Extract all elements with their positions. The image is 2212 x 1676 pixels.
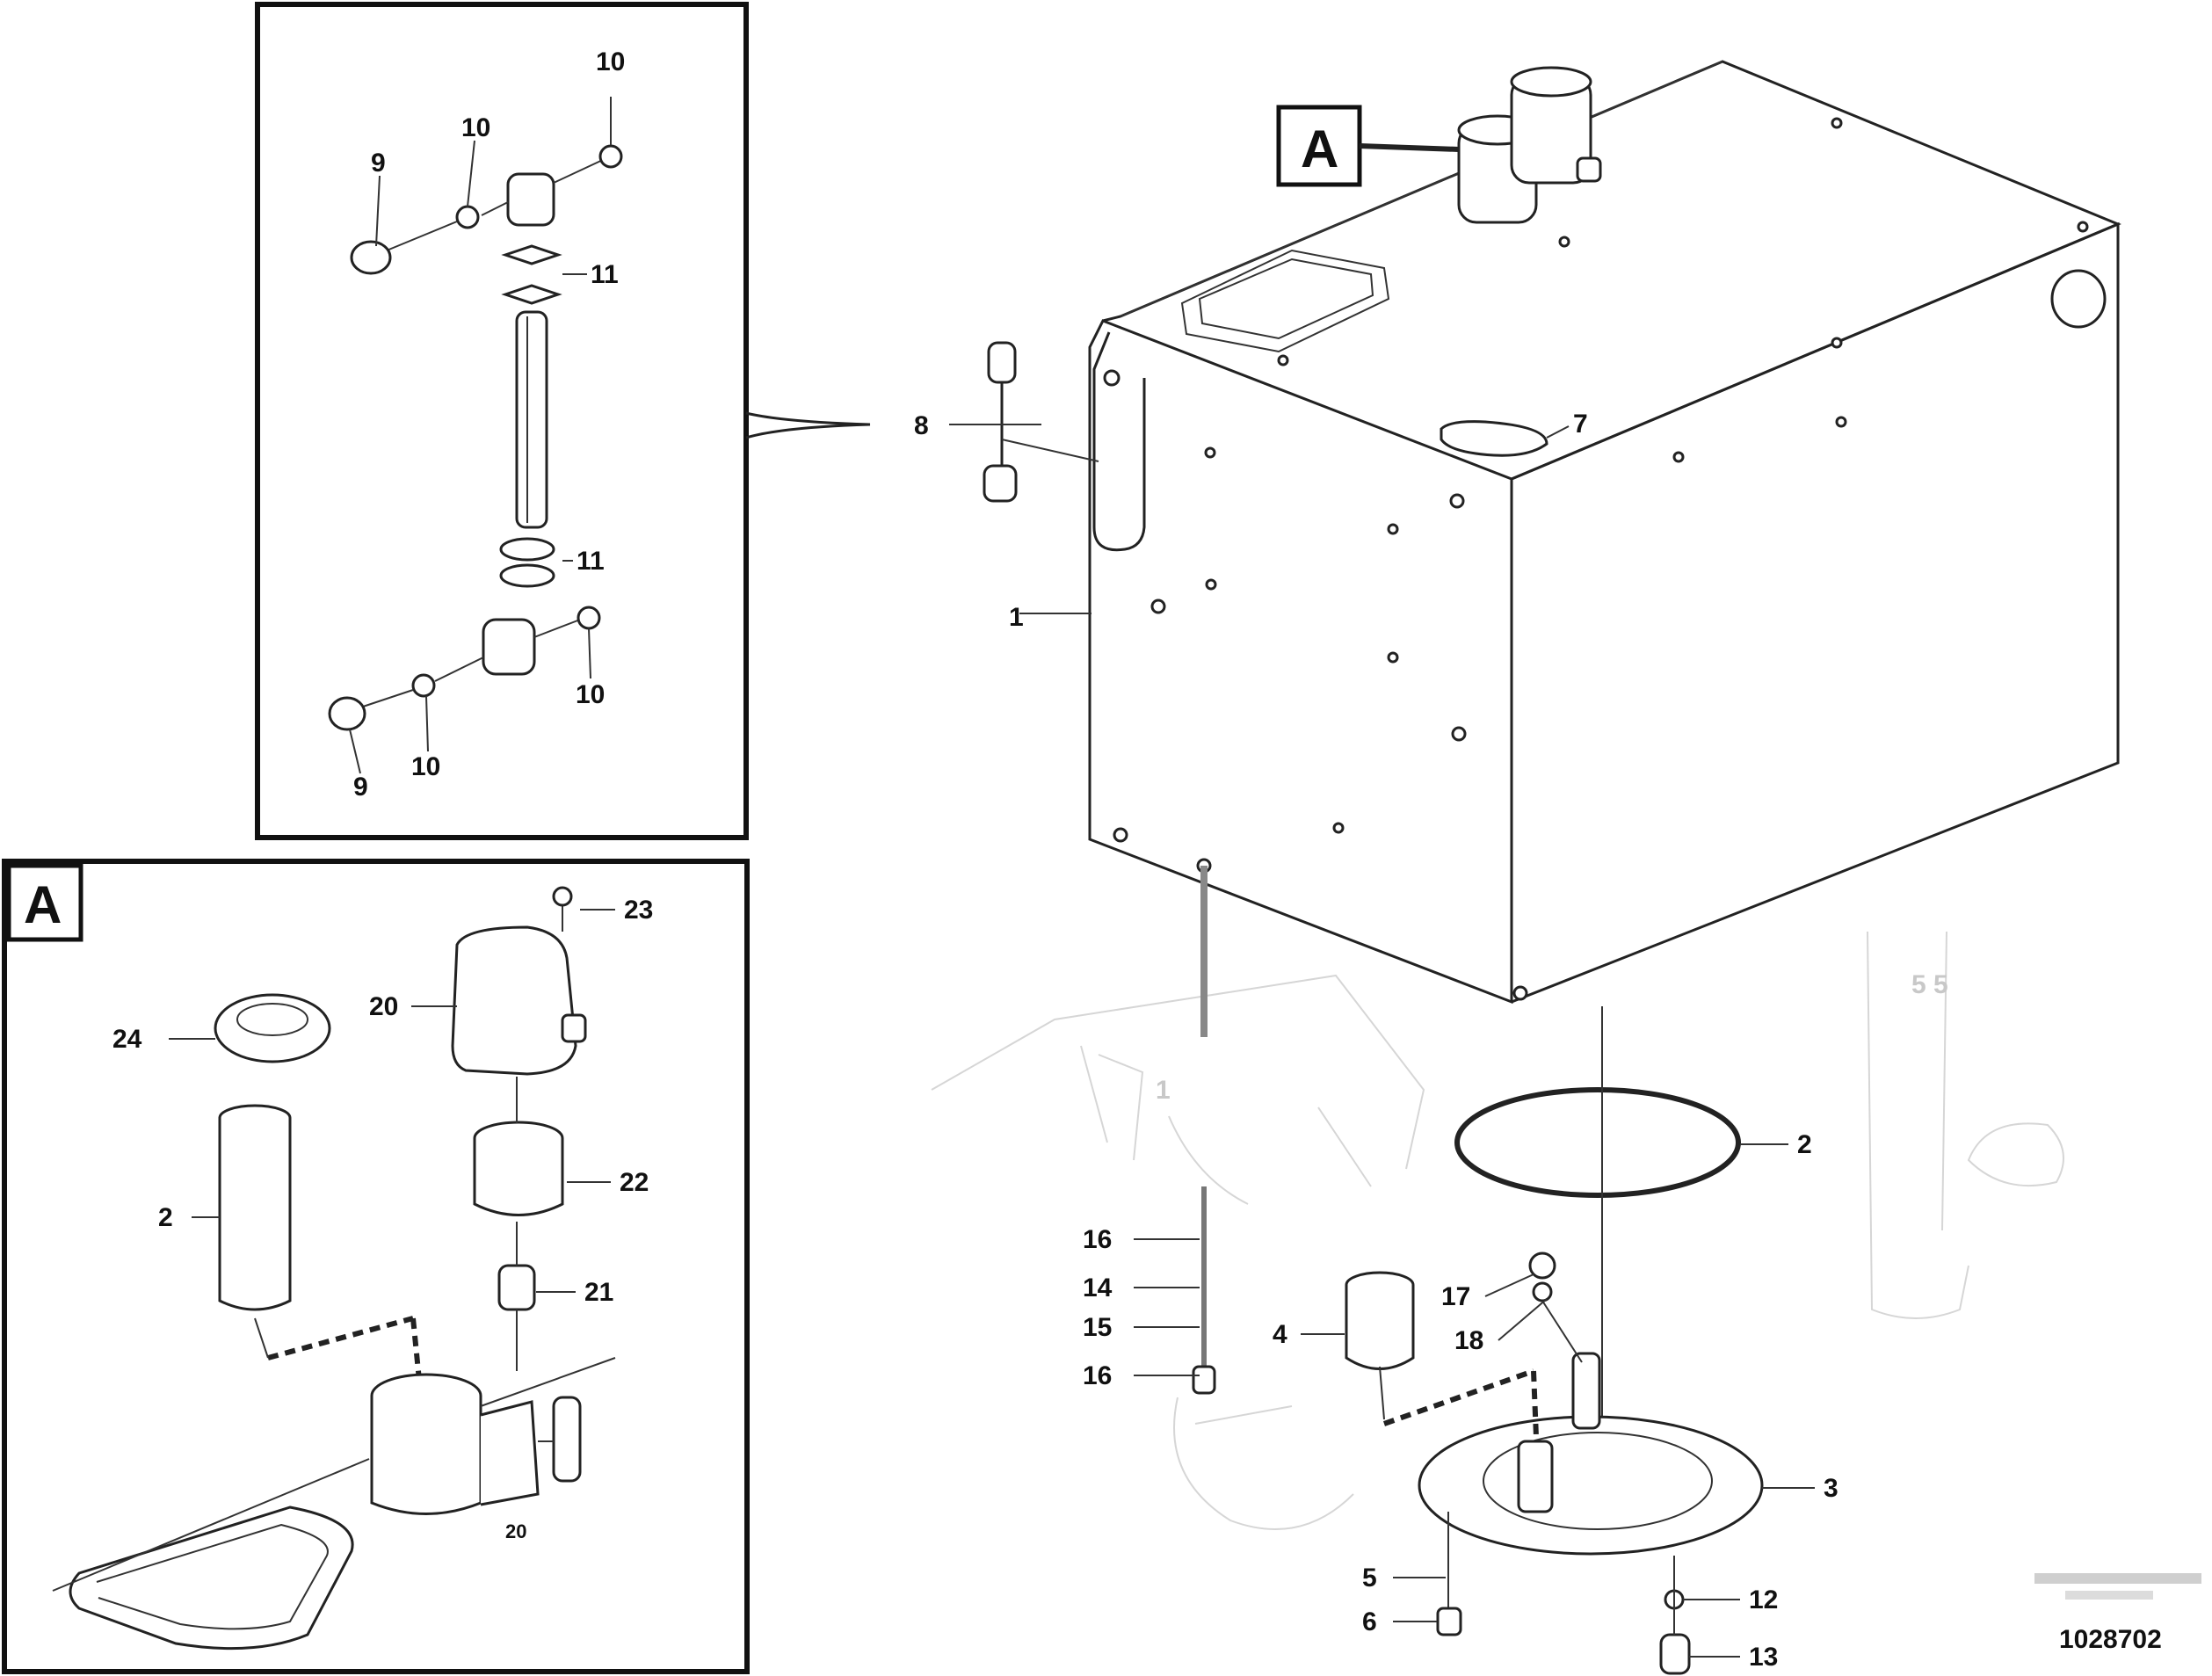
hose-assembly-detail: [328, 97, 623, 774]
callout-label: 10: [461, 113, 490, 142]
callout-label: 11: [577, 547, 605, 576]
callout-label: 2: [1797, 1130, 1812, 1159]
callout-label: 13: [1749, 1643, 1778, 1672]
callout-label: 14: [1083, 1273, 1113, 1302]
main-tag-a: A: [1301, 120, 1338, 178]
callout-label: 5: [1362, 1564, 1377, 1593]
tank-lower-parts: [1019, 425, 1815, 1675]
hydraulic-tank: [949, 60, 2121, 1005]
callout-label: 10: [596, 47, 625, 76]
callout-label: 17: [1441, 1282, 1470, 1311]
callout-label: 16: [1083, 1361, 1112, 1390]
small-mark: 20: [505, 1520, 526, 1542]
callout-label: 12: [1749, 1585, 1778, 1614]
main-callouts: 8 7 1 2 16 14 15 16 17 18 4 3 5 6 12 13: [914, 410, 1838, 1672]
callout-label: 2: [158, 1203, 173, 1232]
callout-label: 10: [411, 752, 440, 781]
callout-label: 8: [914, 411, 929, 440]
callout-label: 4: [1273, 1320, 1287, 1349]
callout-label: 16: [1083, 1225, 1112, 1254]
callout-label: 23: [624, 896, 653, 925]
inset-top-callouts: 10 10 9 11 11 10 10 9: [353, 47, 625, 802]
callout-label: 6: [1362, 1607, 1377, 1636]
ref-code-smear: [2034, 1573, 2201, 1584]
callout-label: 20: [369, 992, 398, 1021]
detail-frame-a: [2, 859, 750, 1674]
inset-a-callouts: 23 24 20 2 22 21: [112, 896, 653, 1307]
filter-assembly-detail: 20: [52, 886, 616, 1651]
detail-tag-a: A: [24, 875, 62, 934]
detail-pointer: [745, 411, 871, 439]
callout-label: 18: [1454, 1326, 1483, 1355]
ref-code-smear: [2065, 1591, 2153, 1600]
callout-label: 9: [371, 149, 386, 178]
reference-code: 1028702: [2059, 1625, 2162, 1654]
callout-label: 7: [1573, 410, 1588, 439]
callout-label: 21: [584, 1278, 613, 1307]
svg-text:1: 1: [1156, 1076, 1171, 1105]
svg-text:5 5: 5 5: [1911, 970, 1948, 999]
detail-frame-top: [255, 2, 749, 840]
callout-label: 15: [1083, 1313, 1112, 1342]
ghost-background-parts: 5 5 1: [931, 931, 2064, 1530]
callout-label: 9: [353, 773, 368, 802]
callout-label: 10: [576, 680, 605, 709]
callout-label: 24: [112, 1025, 142, 1054]
detail-tag-box: [6, 863, 83, 942]
callout-label: 22: [620, 1168, 649, 1197]
callout-label: 1: [1009, 603, 1024, 632]
callout-label: 11: [591, 260, 619, 289]
callout-label: 3: [1824, 1474, 1838, 1503]
